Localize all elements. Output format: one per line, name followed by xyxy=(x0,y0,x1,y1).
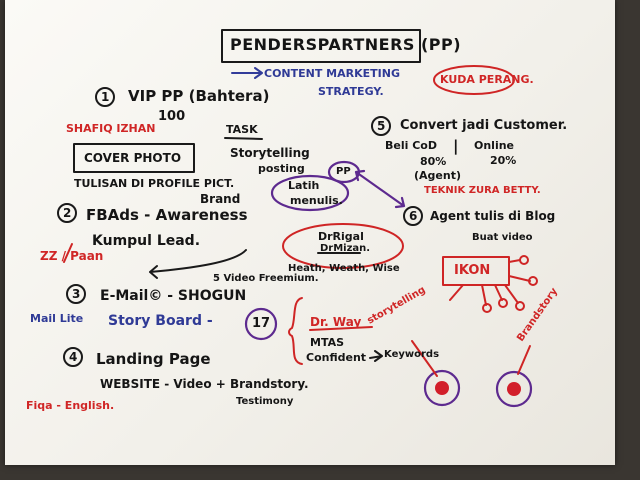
zz-paan-label: ZZ / Paan xyxy=(40,249,104,263)
zz-slash xyxy=(63,243,73,263)
ikon-box xyxy=(442,256,510,286)
doctors-circle xyxy=(282,223,404,269)
number-6-circle xyxy=(403,206,423,226)
video-freemium-label: 5 Video Freemium. xyxy=(213,273,319,284)
target-right-ring xyxy=(495,370,533,408)
vip-count: 100 xyxy=(158,109,186,124)
brandstory-line xyxy=(517,345,531,375)
mtas-label: MTAS xyxy=(310,336,345,349)
number-4-circle xyxy=(63,347,83,367)
beli-cod-label: Beli CoD xyxy=(385,139,437,152)
storyboard-label: Story Board - xyxy=(108,313,213,329)
section-3-number: 3 xyxy=(72,287,81,301)
agent-label: (Agent) xyxy=(414,169,461,182)
drmizan-label: DrMizan. xyxy=(320,243,371,254)
convert-customer-label: Convert jadi Customer. xyxy=(400,118,568,133)
number-5-circle xyxy=(371,116,391,136)
posting-label: posting xyxy=(258,162,305,175)
ikon-spokes xyxy=(449,259,531,306)
buat-video-label: Buat video xyxy=(472,232,533,243)
storytelling-label: Storytelling xyxy=(230,146,310,160)
title-box xyxy=(221,29,421,63)
ikon-label: IKON xyxy=(454,263,491,278)
section-2-number: 2 xyxy=(63,206,72,220)
testimony-label: Testimony xyxy=(236,396,294,407)
section-4-number: 4 xyxy=(69,350,78,364)
task-underline xyxy=(224,137,263,140)
teknik-zura-betty-label: TEKNIK ZURA BETTY. xyxy=(424,185,541,196)
storytelling-line xyxy=(411,340,438,377)
fiqa-english-label: Fiqa - English. xyxy=(26,399,115,412)
red-brace xyxy=(288,297,303,365)
ikon-node xyxy=(498,298,508,308)
divider-bar: | xyxy=(453,137,459,155)
drway-underline xyxy=(309,326,373,331)
pp-label: PP xyxy=(336,166,351,177)
section-6-number: 6 xyxy=(409,209,418,223)
latih-label: Latih xyxy=(288,179,320,192)
menulis-label: menulis. xyxy=(290,194,343,207)
number-3-circle xyxy=(66,284,86,304)
kuda-perang-circle xyxy=(433,65,515,95)
keywords-label: Keywords xyxy=(384,349,440,360)
confident-arrow xyxy=(369,350,383,362)
dr-way-label: Dr. Way xyxy=(310,315,362,329)
target-left-center xyxy=(435,381,449,395)
seventeen-label: 17 xyxy=(252,316,271,331)
target-left-ring xyxy=(423,369,461,407)
section-1-heading: VIP PP (Bahtera) xyxy=(128,87,270,105)
kumpul-lead-label: Kumpul Lead. xyxy=(92,233,201,249)
agent-blog-label: Agent tulis di Blog xyxy=(430,209,556,223)
latih-menulis-circle xyxy=(270,174,350,212)
lead-email-arrow xyxy=(149,249,247,279)
section-2-heading: FBAds - Awareness xyxy=(86,206,248,224)
ikon-node xyxy=(482,303,492,313)
content-marketing-label: CONTENT MARKETING xyxy=(264,67,400,80)
landing-page-label: Landing Page xyxy=(96,350,211,368)
section-1-number: 1 xyxy=(101,90,110,104)
page-title: PENDERSPARTNERS (PP) xyxy=(230,35,462,54)
shafiq-label: SHAFIQ IZHAN xyxy=(66,122,156,135)
kuda-perang-label: KUDA PERANG. xyxy=(440,73,534,86)
ikon-node xyxy=(515,301,525,311)
strategy-arrow xyxy=(231,67,263,79)
online-label: Online xyxy=(474,139,515,152)
cover-photo-box xyxy=(73,143,195,173)
ikon-node xyxy=(519,255,529,265)
brand-label: Brand xyxy=(200,192,241,206)
email-shogun-label: E-Mail© - SHOGUN xyxy=(100,288,247,304)
strategy-label: STRATEGY. xyxy=(318,85,384,98)
ikon-node xyxy=(528,276,538,286)
target-right-center xyxy=(507,382,521,396)
mail-lite-label: Mail Lite xyxy=(30,312,84,325)
online-percent: 20% xyxy=(490,154,517,167)
seventeen-circle xyxy=(244,307,278,341)
pp-agent-arrow xyxy=(354,169,406,209)
tulisan-label: TULISAN DI PROFILE PICT. xyxy=(74,177,235,190)
cod-percent: 80% xyxy=(420,155,447,168)
number-1-circle xyxy=(95,87,115,107)
website-label: WEBSITE - Video + Brandstory. xyxy=(100,377,309,391)
health-wealth-wise-label: Heath, Weath, Wise xyxy=(288,263,400,274)
drrigal-label: DrRigal xyxy=(318,230,364,243)
confident-label: Confident xyxy=(306,351,367,364)
number-2-circle xyxy=(57,203,77,223)
task-label: TASK xyxy=(226,123,258,136)
section-5-number: 5 xyxy=(377,119,386,133)
cover-photo-label: COVER PHOTO xyxy=(84,151,182,165)
